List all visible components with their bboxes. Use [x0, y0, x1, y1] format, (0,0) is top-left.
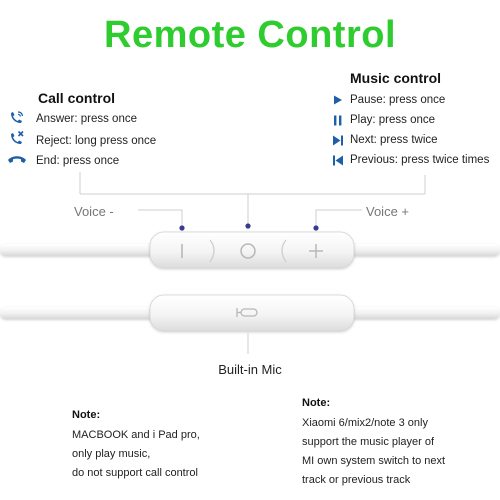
next-icon [333, 135, 343, 146]
note-left-line: only play music, [72, 448, 151, 460]
built-in-mic-label: Built-in Mic [218, 362, 282, 377]
note-right-line: support the music player of [302, 436, 435, 448]
note-left-body: MACBOOK and i Pad pro, only play music, … [72, 426, 200, 483]
phone-reject-icon [11, 130, 24, 144]
note-left-heading: Note: [72, 409, 101, 421]
music-pause-label: Pause: press once [350, 94, 446, 106]
page-title: Remote Control [104, 14, 396, 56]
music-control-heading: Music control [350, 70, 442, 86]
note-right-line: MI own system switch to next [302, 455, 446, 467]
call-answer-label: Answer: press once [36, 113, 137, 125]
remote-control-body[interactable] [149, 231, 355, 269]
note-right-line: Xiaomi 6/mix2/note 3 only [302, 417, 428, 429]
previous-icon [333, 155, 343, 166]
call-end-label: End: press once [36, 155, 120, 167]
note-left-line: do not support call control [72, 467, 198, 479]
voice-minus-label: Voice - [74, 204, 114, 219]
music-next-label: Next: press twice [350, 134, 438, 146]
note-right-line: track or previous track [302, 474, 411, 486]
note-left-line: MACBOOK and i Pad pro, [72, 429, 200, 441]
volume-up-button[interactable] [309, 244, 323, 258]
bracket-lines [79, 172, 426, 224]
voice-plus-dot [313, 225, 319, 231]
call-reject-label: Reject: long press once [36, 135, 157, 147]
music-previous-label: Previous: press twice times [350, 154, 490, 166]
play-pause-button[interactable] [240, 243, 256, 259]
phone-answer-icon [11, 111, 24, 123]
pause-icon [334, 115, 342, 126]
phone-end-icon [8, 156, 26, 163]
voice-plus-label: Voice + [366, 204, 410, 219]
center-dot [245, 223, 251, 229]
note-right-heading: Note: [302, 397, 331, 409]
call-control-heading: Call control [38, 90, 116, 106]
microphone-icon [236, 308, 258, 317]
play-icon [334, 95, 342, 105]
music-play-label: Play: press once [350, 114, 436, 126]
note-right-body: Xiaomi 6/mix2/note 3 only support the mu… [302, 414, 445, 490]
voice-minus-dot [179, 225, 185, 231]
microphone-body [149, 294, 355, 332]
